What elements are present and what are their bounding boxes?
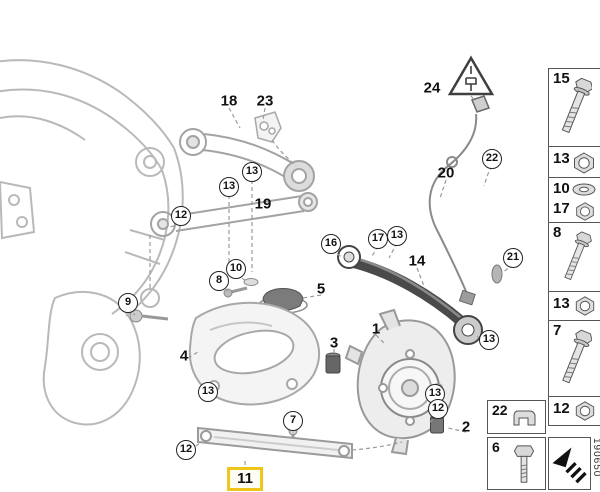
callout-23: 23 bbox=[256, 92, 274, 110]
callout-1: 1 bbox=[371, 320, 381, 338]
callout-16: 16 bbox=[321, 234, 341, 254]
legend-row-8: 8 bbox=[549, 223, 600, 292]
callout-17: 17 bbox=[368, 229, 388, 249]
callout-4: 4 bbox=[179, 347, 189, 365]
direction-arrow-icon bbox=[550, 441, 588, 492]
nut-icon bbox=[573, 295, 597, 320]
callout-19: 19 bbox=[254, 195, 272, 213]
legend-number: 12 bbox=[553, 400, 570, 417]
callout-11-highlighted: 11 bbox=[227, 467, 263, 491]
callout-5: 5 bbox=[316, 280, 326, 298]
direction-arrow-box bbox=[548, 437, 591, 490]
callout-9: 9 bbox=[118, 293, 138, 313]
legend-row-7: 7 bbox=[549, 321, 600, 397]
callout-7: 7 bbox=[283, 411, 303, 431]
callout-21: 21 bbox=[503, 248, 523, 268]
legend-row-15: 15 bbox=[549, 69, 600, 147]
callout-18: 18 bbox=[220, 92, 238, 110]
cable-clip-icon bbox=[511, 405, 541, 436]
callout-12: 12 bbox=[171, 206, 191, 226]
nut-icon bbox=[571, 151, 597, 177]
legend-subrow-10: 10 bbox=[549, 178, 600, 200]
callout-13: 13 bbox=[387, 226, 407, 246]
fastener-legend: 15 13 bbox=[548, 68, 600, 426]
diagram-id-number: 190650 bbox=[591, 438, 600, 478]
callout-10: 10 bbox=[226, 259, 246, 279]
callout-2: 2 bbox=[461, 418, 471, 436]
legend-row-12: 12 bbox=[549, 397, 600, 426]
washer-icon bbox=[571, 182, 597, 202]
legend-number: 10 bbox=[553, 180, 570, 197]
long-bolt-icon bbox=[560, 229, 592, 291]
legend-subrow-17: 17 bbox=[549, 200, 600, 222]
callout-13: 13 bbox=[479, 330, 499, 350]
long-bolt-icon bbox=[558, 75, 594, 146]
callout-12: 12 bbox=[176, 440, 196, 460]
legend-number: 13 bbox=[553, 295, 570, 312]
callout-20: 20 bbox=[437, 164, 455, 182]
legend-number: 13 bbox=[553, 150, 570, 167]
callout-13: 13 bbox=[219, 177, 239, 197]
nut-icon bbox=[573, 400, 597, 425]
long-bolt-icon bbox=[558, 327, 593, 396]
legend-row-10-17: 10 17 bbox=[549, 178, 600, 223]
legend-number: 22 bbox=[492, 402, 508, 418]
callout-14: 14 bbox=[408, 252, 426, 270]
legend-number: 17 bbox=[553, 200, 570, 217]
callout-22: 22 bbox=[482, 149, 502, 169]
legend-number: 7 bbox=[553, 322, 562, 339]
legend-number: 8 bbox=[553, 224, 562, 241]
legend-box-22: 22 bbox=[487, 400, 546, 434]
nut-icon bbox=[573, 201, 597, 222]
callout-13: 13 bbox=[242, 162, 262, 182]
callout-8: 8 bbox=[209, 271, 229, 291]
legend-box-6: 6 bbox=[487, 437, 546, 490]
legend-row-13a: 13 bbox=[549, 147, 600, 178]
vertical-bolt-icon bbox=[513, 443, 535, 492]
callout-3: 3 bbox=[329, 334, 339, 352]
callout-12: 12 bbox=[428, 399, 448, 419]
callout-13: 13 bbox=[198, 382, 218, 402]
legend-number: 15 bbox=[553, 70, 570, 87]
legend-row-13b: 13 bbox=[549, 292, 600, 321]
legend-number: 6 bbox=[492, 439, 500, 455]
callout-24: 24 bbox=[423, 79, 441, 97]
